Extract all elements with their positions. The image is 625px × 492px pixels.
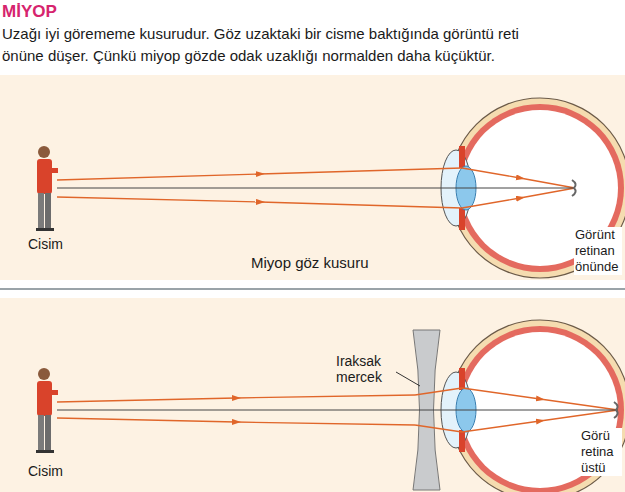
image-mark bbox=[614, 402, 618, 418]
separator bbox=[0, 288, 625, 290]
text-label: Miyop göz kusuru bbox=[251, 254, 369, 272]
person-figure bbox=[36, 368, 58, 453]
image-mark bbox=[572, 180, 576, 196]
panel: Cisim Görünt retinan önündeMiyop göz kusu… bbox=[0, 75, 625, 280]
text-label: Iraksak mercek bbox=[336, 353, 396, 385]
leader-line bbox=[396, 372, 420, 386]
person-figure bbox=[36, 146, 58, 231]
text-label: Görünt retinan önünde bbox=[574, 227, 622, 275]
body-text: önüne düşer. Çünkü miyop gözde odak uzak… bbox=[2, 47, 495, 65]
text-label: Cisim bbox=[28, 236, 63, 253]
panel-ground bbox=[0, 75, 625, 280]
text-label: Görü retina üstü bbox=[580, 428, 622, 476]
panel: Iraksak mercekCisim Görü retina üstü bbox=[0, 298, 625, 492]
eye bbox=[441, 320, 625, 492]
heading: MİYOP bbox=[2, 2, 57, 22]
light-ray bbox=[57, 168, 575, 208]
text-label: Cisim bbox=[28, 463, 63, 480]
light-ray bbox=[57, 388, 618, 432]
body-text: Uzağı iyi görememe kusurudur. Göz uzakta… bbox=[2, 25, 519, 43]
